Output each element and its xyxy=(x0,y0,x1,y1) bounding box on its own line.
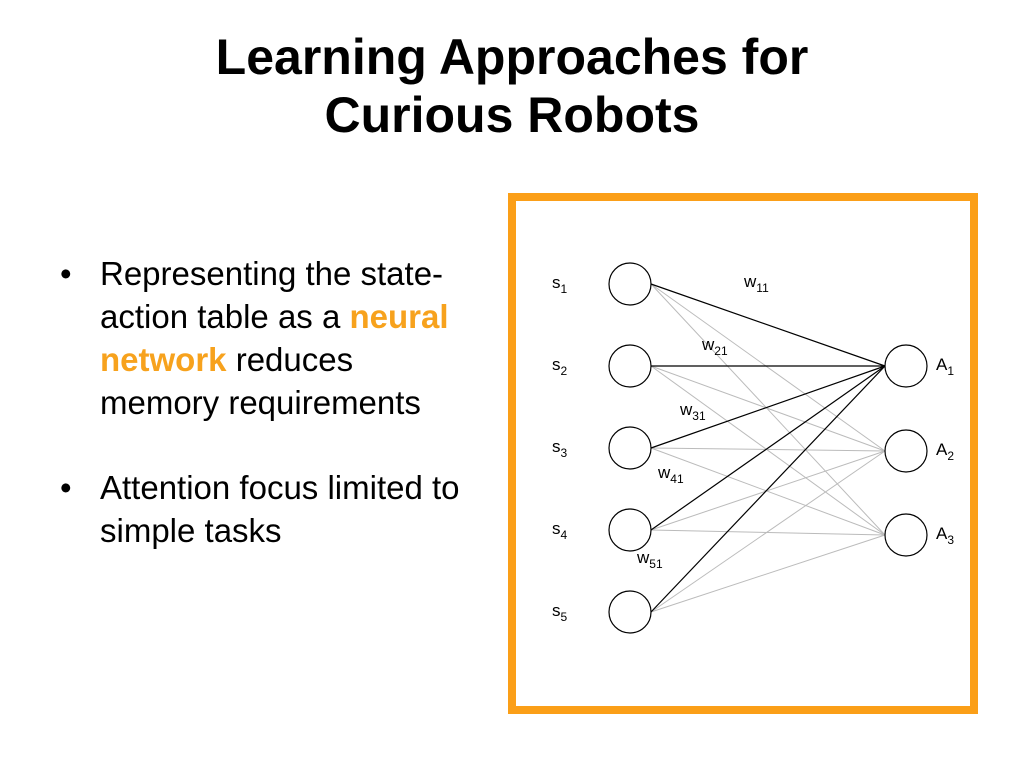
weak-edges xyxy=(650,283,886,613)
bullet-highlight: neural network xyxy=(100,298,449,378)
weight-label-41-base: w xyxy=(657,463,671,482)
input-label-3-subscript: 3 xyxy=(561,446,568,460)
bullet-text-before: Attention focus limited to simple tasks xyxy=(100,469,460,549)
input-node-2 xyxy=(608,344,652,388)
input-label-3: s3 xyxy=(552,437,568,460)
title-line-2: Curious Robots xyxy=(324,87,700,143)
title-line-1: Learning Approaches for xyxy=(215,29,809,85)
input-node-5 xyxy=(608,590,652,634)
edge-s5-a2 xyxy=(650,450,886,613)
bullet-item: • Representing the state-action table as… xyxy=(52,252,472,424)
weight-label-31-base: w xyxy=(679,400,693,419)
input-node-4 xyxy=(608,508,652,552)
input-label-5-base: s xyxy=(552,601,561,620)
output-label-3-base: A xyxy=(936,524,948,543)
network-nodes xyxy=(608,262,928,634)
weight-label-51: w51 xyxy=(636,548,663,571)
edge-s1-a3 xyxy=(650,283,886,536)
input-label-1-subscript: 1 xyxy=(561,282,568,296)
edge-s3-a2 xyxy=(650,447,886,452)
bullet-text-after: reduces memory requirements xyxy=(100,341,421,421)
input-label-4: s4 xyxy=(552,519,568,542)
bullet-icon: • xyxy=(60,469,72,506)
edge-s5-a1 xyxy=(650,365,886,613)
output-label-2-base: A xyxy=(936,440,948,459)
bullet-list: • Representing the state-action table as… xyxy=(52,252,472,594)
edge-s3-a3 xyxy=(650,447,886,536)
input-label-1: s1 xyxy=(552,273,568,296)
output-label-1: A1 xyxy=(936,355,954,378)
input-label-5: s5 xyxy=(552,601,568,624)
edge-s4-a3 xyxy=(650,529,886,536)
weight-label-41-subscript: 41 xyxy=(670,472,684,486)
edge-s1-a1 xyxy=(650,283,886,367)
output-label-3-subscript: 3 xyxy=(947,533,954,547)
strong-edges xyxy=(650,283,886,613)
weight-label-51-subscript: 51 xyxy=(649,557,663,571)
edge-s1-a2 xyxy=(650,283,886,452)
weight-label-11: w11 xyxy=(743,272,769,295)
output-node-1 xyxy=(884,344,928,388)
input-label-5-subscript: 5 xyxy=(561,610,568,624)
edge-s2-a2 xyxy=(650,365,886,452)
input-label-2: s2 xyxy=(552,355,568,378)
weight-label-21-subscript: 21 xyxy=(714,344,728,358)
output-node-3 xyxy=(884,513,928,557)
output-label-2-subscript: 2 xyxy=(947,449,954,463)
input-node-3 xyxy=(608,426,652,470)
edge-s3-a1 xyxy=(650,365,886,449)
input-label-2-base: s xyxy=(552,355,561,374)
bullet-icon: • xyxy=(60,255,72,292)
weight-label-41: w41 xyxy=(657,463,684,486)
weight-label-21-base: w xyxy=(701,335,715,354)
input-label-3-base: s xyxy=(552,437,561,456)
bullet-item: • Attention focus limited to simple task… xyxy=(52,466,472,552)
page-title: Learning Approaches for Curious Robots xyxy=(0,28,1024,144)
weight-label-11-base: w xyxy=(743,272,757,291)
bullet-text-before: Representing the state-action table as a xyxy=(100,255,444,335)
input-label-4-subscript: 4 xyxy=(561,528,568,542)
edge-s4-a2 xyxy=(650,450,886,531)
weight-label-31-subscript: 31 xyxy=(692,409,706,423)
input-label-2-subscript: 2 xyxy=(561,364,568,378)
weight-label-31: w31 xyxy=(679,400,706,423)
weight-label-51-base: w xyxy=(636,548,650,567)
output-label-1-subscript: 1 xyxy=(947,364,954,378)
input-node-1 xyxy=(608,262,652,306)
input-label-4-base: s xyxy=(552,519,561,538)
output-label-3: A3 xyxy=(936,524,954,547)
output-label-2: A2 xyxy=(936,440,954,463)
edge-s4-a1 xyxy=(650,365,886,531)
output-label-1-base: A xyxy=(936,355,948,374)
input-label-1-base: s xyxy=(552,273,561,292)
weight-label-21: w21 xyxy=(701,335,728,358)
edge-s2-a3 xyxy=(650,365,886,536)
edge-s5-a3 xyxy=(650,534,886,613)
weight-label-11-subscript: 11 xyxy=(756,281,769,295)
output-node-2 xyxy=(884,429,928,473)
